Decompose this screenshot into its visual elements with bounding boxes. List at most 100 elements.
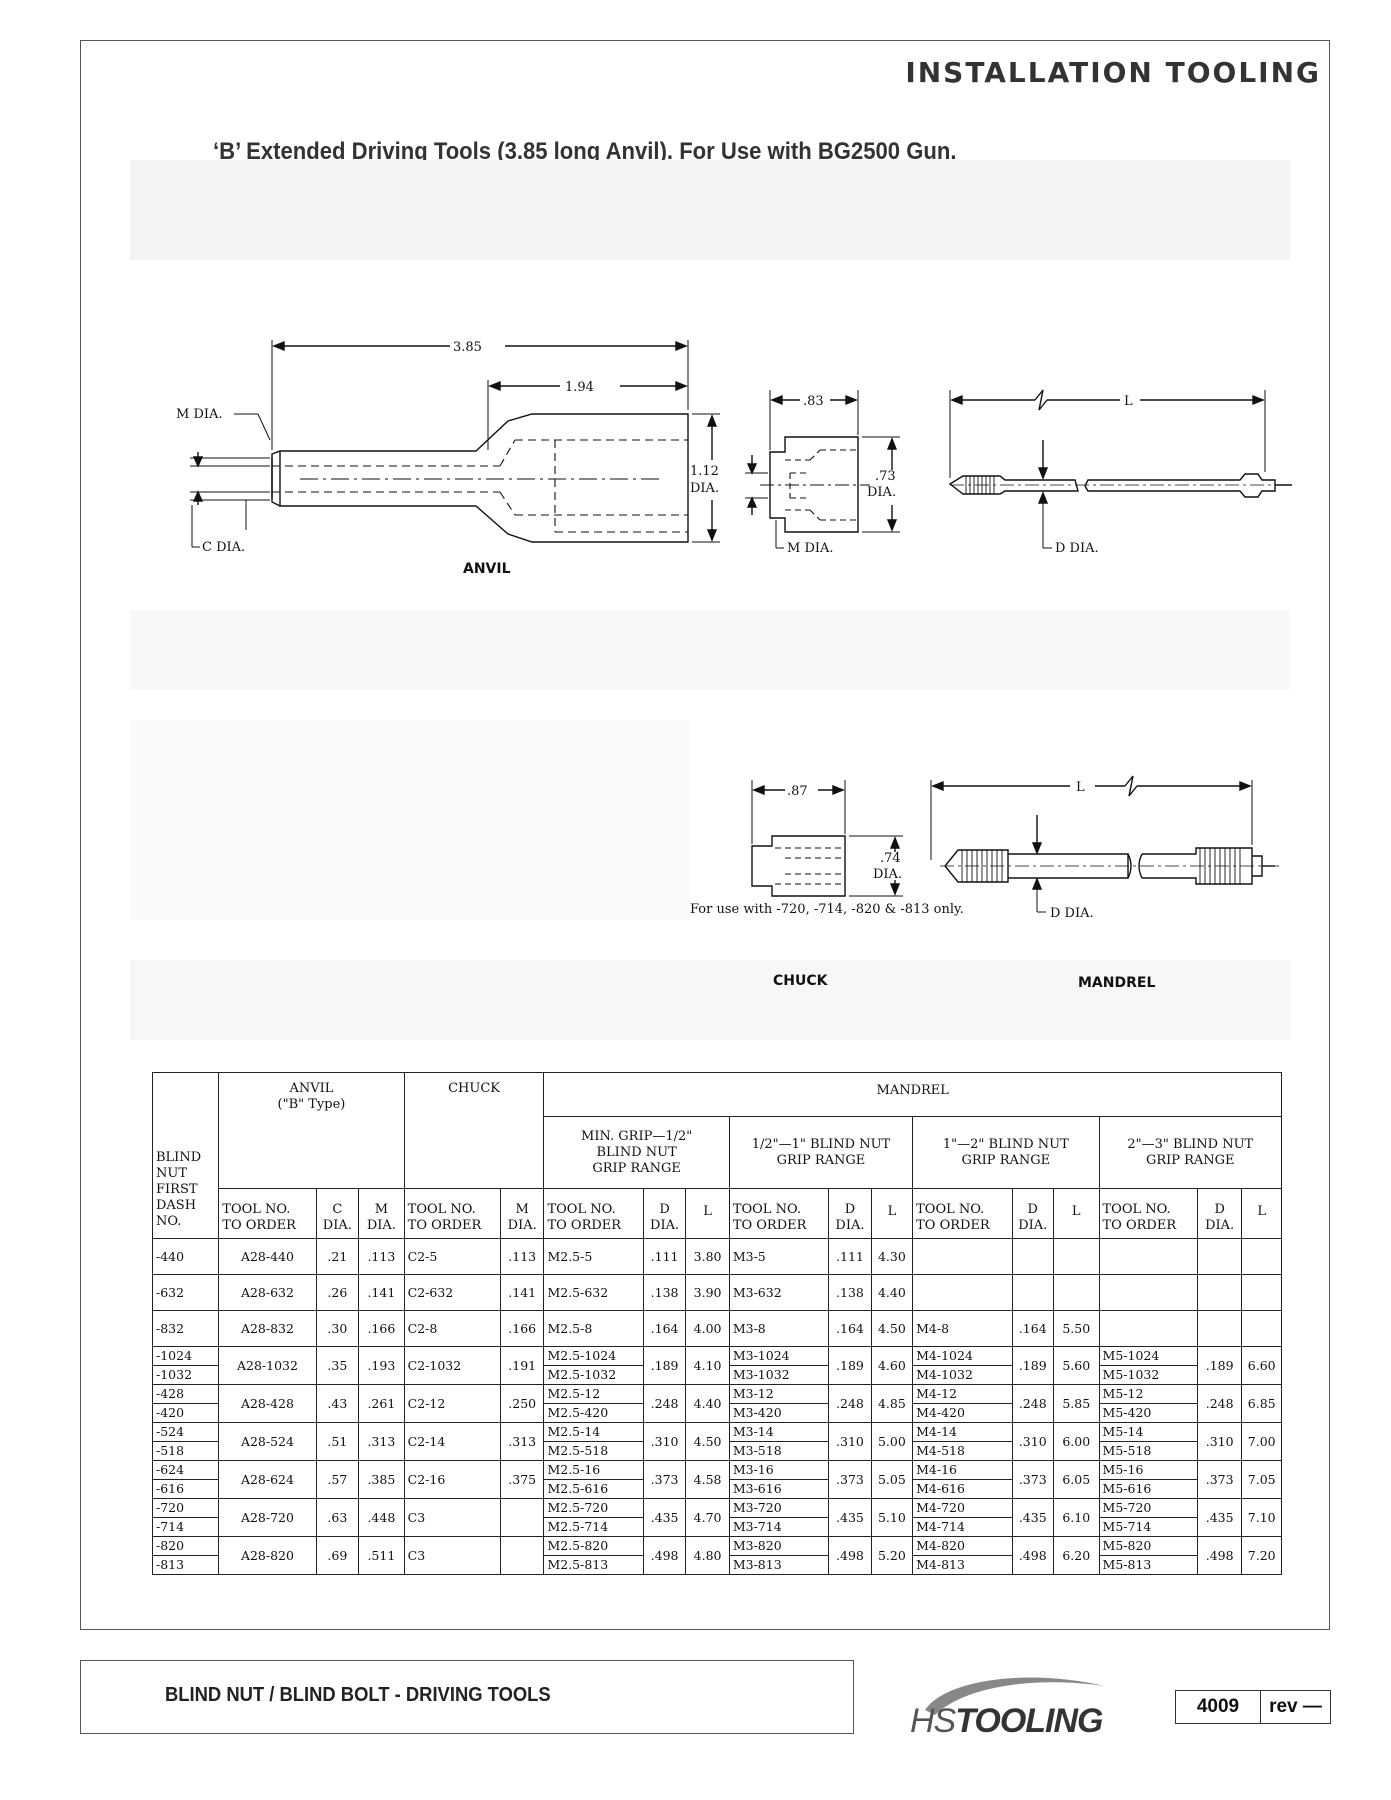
page-number: 4009 [1176,1691,1261,1723]
cell-l: 4.70 [685,1498,730,1537]
cell-l: 7.00 [1241,1422,1282,1461]
cell-chuck-tool: C2-16 [403,1460,501,1499]
cell-line: M3-1024 [732,1348,790,1363]
cell-c-dia: .43 [315,1384,360,1423]
hdr-line: TOOL NO. [222,1202,291,1217]
hdr-line: GRIP RANGE [776,1152,866,1168]
cell-d-dia: .498 [1011,1536,1054,1575]
cell-dash-no: -820-813 [151,1536,220,1575]
group-range3: 1"—2" BLIND NUT GRIP RANGE [912,1116,1100,1189]
cell-l: 7.10 [1241,1498,1282,1537]
group-range4: 2"—3" BLIND NUT GRIP RANGE [1098,1116,1283,1189]
cell-m-dia: .141 [358,1274,405,1311]
cell-chuck-m-dia: .250 [499,1384,545,1423]
chuck-drawing-2 [751,780,903,897]
hdr-line: DASH [156,1198,197,1213]
cell-line: M2.5-813 [544,1555,643,1574]
cell-l: 5.50 [1052,1310,1100,1347]
cell-line: M4-12 [916,1386,957,1401]
col-tool-no: TOOL NO.TO ORDER [728,1188,830,1239]
chuck2-dia-unit: DIA. [873,867,902,882]
cell-anvil-tool: A28-440 [218,1238,317,1275]
footer-title: BLIND NUT / BLIND BOLT - DRIVING TOOLS [165,1684,551,1706]
cell-line: M3-1032 [730,1365,828,1384]
cell-line: M4-714 [913,1517,1012,1536]
hdr-line: DIA. [650,1218,680,1233]
cell-line: M4-616 [913,1479,1012,1498]
hdr-line: DIA. [835,1218,865,1233]
logo-wordmark: HSTOOLING [910,1702,1104,1741]
cell-mandrel-tool: M2.5-632 [543,1274,644,1311]
cell-dash-no: -524-518 [151,1422,220,1461]
cell-d-dia: .498 [828,1536,872,1575]
hdr-line: D [1027,1202,1038,1217]
cell-d-dia: .248 [1011,1384,1054,1423]
hdr-line: 1/2"—1" BLIND NUT [751,1136,891,1152]
cell-l: 4.85 [870,1384,914,1423]
cell-d-dia: .435 [828,1498,872,1537]
hdr-line: C [332,1202,343,1217]
cell-chuck-m-dia: .166 [499,1310,545,1347]
cell-d-dia: .435 [1196,1498,1243,1537]
cell-line: M2.5-714 [544,1517,643,1536]
cell-line: -518 [153,1441,218,1460]
cell-line: M3-616 [730,1479,828,1498]
cell-mandrel-tool: M3-8 [728,1310,830,1347]
cell-d-dia: .310 [642,1422,687,1461]
col-l: L [1052,1188,1100,1239]
hdr-line: GRIP RANGE [1145,1152,1235,1168]
hdr-line: DIA. [507,1218,537,1233]
cell-d-dia: .138 [642,1274,687,1311]
col-l: L [870,1188,914,1239]
cell-dash-no: -428-420 [151,1384,220,1423]
anvil-drawing [190,340,720,548]
cell-dash-no: -632 [151,1274,220,1311]
cell-l: 7.05 [1241,1460,1282,1499]
hdr-line: L [1071,1203,1081,1219]
cell-l: 4.60 [870,1346,914,1385]
cell-anvil-tool: A28-832 [218,1310,317,1347]
hdr-line: TOOL NO. [547,1202,616,1217]
group-mandrel: MANDREL [543,1072,1282,1117]
hdr-line: DIA. [1018,1218,1048,1233]
cell-line: M5-14 [1102,1424,1144,1439]
cell-l: 7.20 [1241,1536,1282,1575]
cell-mandrel-tool [1098,1274,1198,1311]
hdr-line: TO ORDER [1102,1218,1177,1233]
cell-line: -820 [156,1538,185,1553]
d-dia-label: D DIA. [1055,541,1099,556]
logo-hs: HS [910,1702,956,1740]
cell-line: M4-1032 [913,1365,1012,1384]
cell-line: -616 [153,1479,218,1498]
hdr-line: TO ORDER [222,1218,296,1233]
cell-d-dia: .373 [1011,1460,1054,1499]
col-tool-no: TOOL NO.TO ORDER [403,1188,501,1239]
cell-anvil-tool: A28-820 [218,1536,317,1575]
cell-c-dia: .57 [315,1460,360,1499]
cell-line: M2.5-720 [547,1500,609,1515]
mandrel-len-label: L [1124,394,1133,409]
hdr-line: TO ORDER [916,1218,990,1233]
cell-l: 4.00 [685,1310,730,1347]
hdr-line: GRIP RANGE [592,1160,681,1176]
cell-m-dia: .166 [358,1310,405,1347]
cell-line: -1024 [156,1348,193,1363]
col-blind-nut-dash: BLIND NUT FIRST DASH NO. [151,1072,220,1239]
cell-chuck-tool: C3 [403,1498,501,1537]
hdr-line: NUT [156,1166,188,1181]
m-dia-label: M DIA. [176,407,223,422]
cell-c-dia: .63 [315,1498,360,1537]
cell-l: 6.00 [1052,1422,1100,1461]
